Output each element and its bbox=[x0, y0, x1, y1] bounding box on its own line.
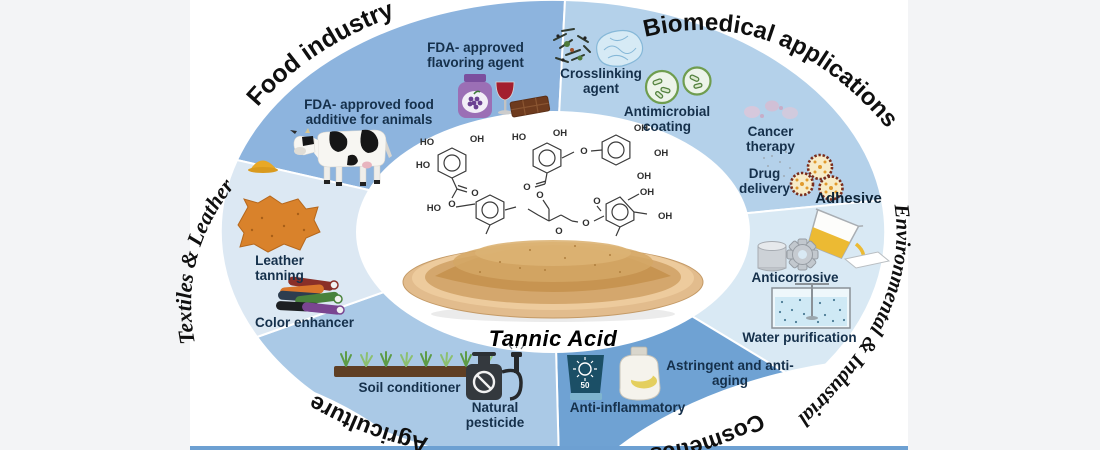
item-label-water-purification: Water purification bbox=[742, 330, 857, 345]
powder-plate-icon bbox=[402, 240, 704, 322]
bottom-strip bbox=[190, 446, 908, 450]
chain-bonds bbox=[451, 149, 648, 237]
svg-text:O: O bbox=[580, 146, 587, 157]
drug-nanoparticles-icon bbox=[763, 151, 844, 201]
svg-text:HO: HO bbox=[512, 132, 526, 143]
water-tank-icon bbox=[771, 283, 851, 329]
chocolate-bar-icon bbox=[509, 95, 551, 118]
cow-icon bbox=[290, 128, 392, 186]
crosslinker-molecule-icon bbox=[553, 28, 591, 63]
svg-text:O: O bbox=[523, 182, 530, 193]
grape-juice-jar-icon bbox=[458, 74, 492, 118]
cream-jar-icon bbox=[619, 346, 661, 401]
svg-text:OH: OH bbox=[658, 211, 672, 222]
svg-text:OH: OH bbox=[654, 148, 668, 159]
tannic-acid-molecular-structure: HO OH HO O O HO HO OH O O O OH OH OH O O… bbox=[416, 123, 673, 237]
side-panel-left bbox=[0, 0, 190, 450]
item-label-anti-inflammatory: Anti-inflammatory bbox=[569, 400, 686, 415]
svg-text:O: O bbox=[448, 199, 455, 210]
svg-text:HO: HO bbox=[427, 203, 441, 214]
svg-text:O: O bbox=[593, 196, 600, 207]
svg-text:OH: OH bbox=[553, 128, 567, 139]
svg-text:OH: OH bbox=[634, 123, 648, 134]
anticorrosive-icon bbox=[757, 238, 819, 272]
leather-hide-icon bbox=[237, 195, 321, 253]
item-label-drug-delivery: Drug delivery bbox=[738, 166, 791, 197]
adhesive-beaker-icon bbox=[807, 208, 891, 269]
sunscreen-tube-icon: 50 bbox=[567, 355, 604, 400]
svg-text:O: O bbox=[536, 190, 543, 201]
hydrogel-network-icon bbox=[596, 29, 644, 67]
item-label-natural-pesticide: Natural pesticide bbox=[465, 400, 525, 431]
svg-text:OH: OH bbox=[640, 187, 654, 198]
svg-text:OH: OH bbox=[637, 171, 651, 182]
item-label-adhesive: Adhesive bbox=[815, 190, 882, 207]
antimicrobial-cells-icon bbox=[644, 66, 712, 105]
item-label-crosslinking: Crosslinking agent bbox=[560, 66, 642, 97]
item-label-soil-conditioner: Soil conditioner bbox=[358, 380, 461, 395]
item-label-cancer-therapy: Cancer therapy bbox=[746, 124, 795, 155]
powder-texture bbox=[479, 245, 621, 273]
svg-text:O: O bbox=[471, 188, 478, 199]
pesticide-sprayer-icon bbox=[466, 343, 525, 401]
item-label-antimicrobial: Antimicrobial coating bbox=[623, 104, 711, 135]
cancer-cells-icon bbox=[744, 100, 798, 119]
svg-text:HO: HO bbox=[420, 137, 434, 148]
chem-labels: HO OH HO O O HO HO OH O O O OH OH OH O O… bbox=[416, 123, 673, 237]
svg-text:O: O bbox=[555, 226, 562, 237]
item-label-astringent: Astringent and anti-aging bbox=[666, 358, 794, 389]
feed-pile-icon bbox=[248, 160, 278, 173]
svg-text:OH: OH bbox=[470, 134, 484, 145]
wine-glass-icon bbox=[495, 81, 515, 115]
tannic-acid-title: Tannic Acid bbox=[488, 326, 618, 351]
item-label-color-enhancer: Color enhancer bbox=[254, 315, 355, 330]
fabric-rolls-icon bbox=[275, 276, 345, 315]
side-panel-right bbox=[908, 0, 1100, 450]
item-label-food-additive: FDA- approved food additive for animals bbox=[304, 97, 434, 128]
item-label-anticorrosive: Anticorrosive bbox=[751, 270, 839, 285]
item-label-flavoring-agent: FDA- approved flavoring agent bbox=[427, 40, 524, 71]
spf-number: 50 bbox=[581, 381, 590, 390]
item-label-leather-tanning: Leather tanning bbox=[255, 253, 304, 284]
svg-text:HO: HO bbox=[416, 160, 430, 171]
svg-text:O: O bbox=[582, 218, 589, 229]
